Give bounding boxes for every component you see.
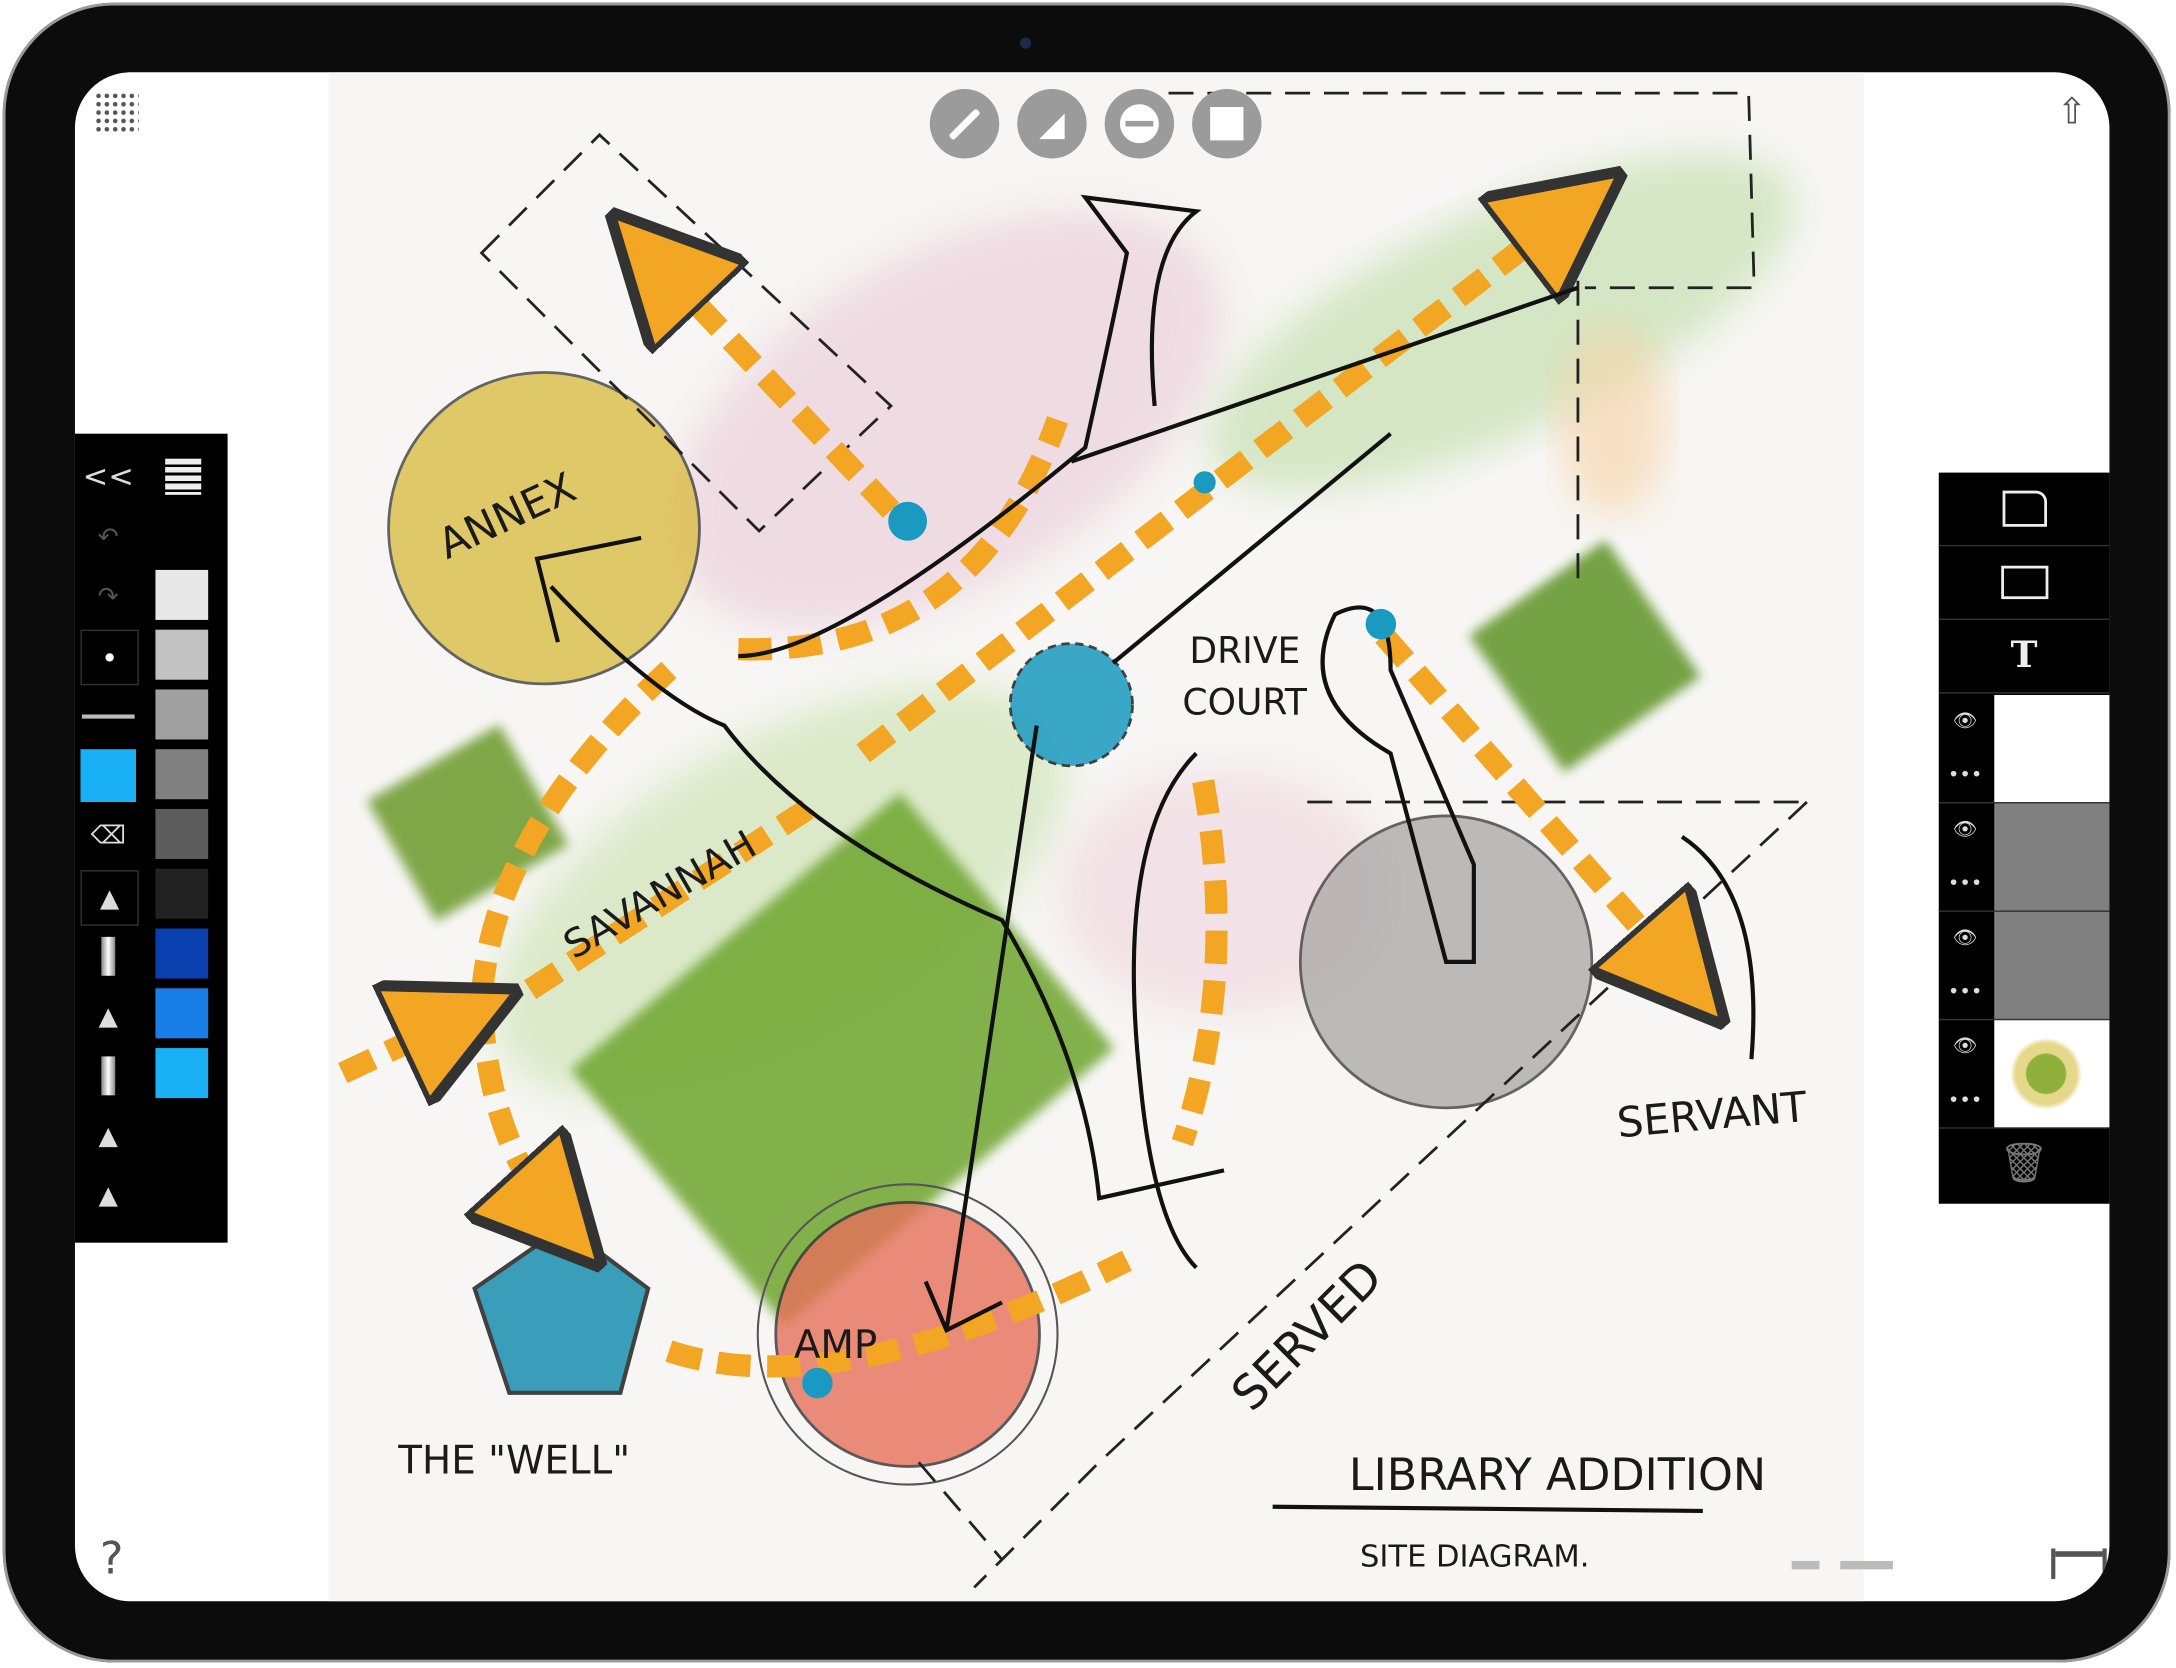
add-image-icon bbox=[2000, 565, 2048, 600]
text-icon: T bbox=[2010, 635, 2038, 677]
layer-thumbnail[interactable] bbox=[1994, 695, 2110, 803]
scale-bar bbox=[1840, 1560, 1893, 1570]
undo-icon[interactable]: ↶ bbox=[97, 521, 119, 552]
ruler-icon[interactable] bbox=[2051, 1548, 2107, 1580]
camera-icon bbox=[1020, 37, 1032, 49]
layer-thumbnail[interactable] bbox=[1994, 911, 2110, 1019]
label-amp: AMP bbox=[794, 1323, 878, 1368]
eye-icon[interactable]: 👁 bbox=[1952, 927, 1978, 950]
stamp-button[interactable] bbox=[1192, 88, 1262, 159]
annex-circle bbox=[387, 371, 701, 686]
label-servant: SERVANT bbox=[1615, 1082, 1809, 1148]
eraser-icon[interactable]: ⌫ bbox=[90, 820, 126, 850]
dashed-boundaries bbox=[479, 91, 1808, 1589]
label-site-diagram: SITE DIAGRAM. bbox=[1360, 1540, 1589, 1575]
pencil-icon bbox=[948, 107, 981, 140]
screen: ANNEX DRIVE COURT SAVANNAH SERVANT SERVE… bbox=[74, 72, 2110, 1602]
layer-row[interactable]: 👁 ••• bbox=[1938, 695, 2110, 804]
amp-circle bbox=[774, 1200, 1041, 1468]
color-swatch[interactable] bbox=[155, 569, 209, 620]
brush-size-icon[interactable] bbox=[80, 629, 139, 686]
more-icon[interactable]: ••• bbox=[1947, 1089, 1983, 1112]
marker-icon[interactable] bbox=[80, 1049, 136, 1102]
pen-icon[interactable]: ▲ bbox=[98, 1001, 118, 1031]
text-button[interactable]: T bbox=[1938, 620, 2110, 694]
eye-icon[interactable]: 👁 bbox=[1952, 710, 1978, 733]
label-served: SERVED bbox=[1221, 1250, 1393, 1422]
set-square-icon: ◢ bbox=[1039, 104, 1065, 144]
color-swatch[interactable] bbox=[155, 868, 209, 919]
color-swatch[interactable] bbox=[155, 928, 209, 979]
site-diagram-sketch[interactable]: ANNEX DRIVE COURT SAVANNAH SERVANT SERVE… bbox=[75, 72, 2110, 1601]
add-image-button[interactable] bbox=[1938, 546, 2110, 620]
circulation-paths bbox=[338, 211, 1682, 1378]
stamp-icon bbox=[1210, 107, 1244, 141]
green-wash bbox=[493, 684, 1067, 1100]
redo-icon[interactable]: ↷ bbox=[97, 581, 119, 611]
new-page-button[interactable] bbox=[1938, 473, 2110, 547]
label-library-addition: LIBRARY ADDITION bbox=[1349, 1450, 1766, 1501]
minus-circle-icon bbox=[1119, 104, 1159, 144]
layer-thumbnail[interactable] bbox=[1994, 803, 2110, 911]
brush-panel: << ↶ ↷ ⌫ ▲ ▲ ▲ ▲ bbox=[74, 433, 228, 1243]
color-swatch[interactable] bbox=[155, 689, 209, 740]
collapse-button[interactable]: << bbox=[82, 459, 134, 495]
color-swatch[interactable] bbox=[155, 1048, 209, 1099]
pen-icon[interactable]: ▲ bbox=[98, 1180, 118, 1210]
grid-icon[interactable] bbox=[94, 91, 139, 134]
pencil-icon[interactable]: ▲ bbox=[80, 870, 139, 926]
current-color[interactable] bbox=[80, 749, 137, 803]
more-icon[interactable]: ••• bbox=[1947, 981, 1983, 1004]
layer-thumbnail[interactable] bbox=[1994, 1020, 2110, 1128]
ruler-triangle-button[interactable]: ◢ bbox=[1017, 88, 1087, 159]
layer-row[interactable]: 👁 ••• bbox=[1938, 1020, 2110, 1129]
label-drive: DRIVE bbox=[1189, 629, 1300, 672]
pink-wash bbox=[669, 209, 1224, 631]
new-page-icon bbox=[2001, 490, 2047, 527]
help-button[interactable]: ? bbox=[99, 1531, 124, 1585]
eye-icon[interactable]: 👁 bbox=[1952, 818, 1978, 841]
more-icon[interactable]: ••• bbox=[1947, 764, 1983, 787]
eye-icon[interactable]: 👁 bbox=[1952, 1035, 1978, 1058]
label-the-well: THE "WELL" bbox=[397, 1438, 630, 1483]
green-park bbox=[570, 792, 1115, 1326]
marker-icon[interactable] bbox=[80, 930, 136, 983]
scale-bar bbox=[1791, 1560, 1820, 1570]
layer-row[interactable]: 👁 ••• bbox=[1938, 803, 2110, 912]
color-swatch[interactable] bbox=[155, 749, 209, 800]
color-swatch[interactable] bbox=[155, 808, 209, 860]
arrows-linework bbox=[534, 194, 1756, 1514]
line-weight-icon[interactable] bbox=[80, 689, 136, 742]
orange-wash bbox=[1557, 322, 1669, 518]
pencil-tool-button[interactable] bbox=[929, 88, 1000, 159]
list-icon[interactable] bbox=[155, 450, 211, 503]
delete-layer-button[interactable]: 🗑 bbox=[1939, 1126, 2110, 1198]
symmetry-button[interactable] bbox=[1104, 88, 1175, 159]
color-swatch[interactable] bbox=[155, 629, 209, 680]
layer-row[interactable]: 👁 ••• bbox=[1938, 911, 2110, 1021]
green-patch bbox=[1468, 539, 1701, 773]
green-wash bbox=[1208, 153, 1795, 492]
label-court: COURT bbox=[1182, 680, 1307, 723]
share-icon[interactable]: ⇧ bbox=[2056, 91, 2087, 134]
trash-icon: 🗑 bbox=[1999, 1139, 2049, 1185]
drive-court-circle bbox=[1008, 642, 1134, 768]
well-pentagon bbox=[472, 1223, 651, 1395]
layers-panel: T 👁 ••• 👁 ••• 👁 ••• 👁 ••• 🗑 bbox=[1938, 472, 2110, 1204]
more-icon[interactable]: ••• bbox=[1947, 872, 1983, 896]
color-swatch[interactable] bbox=[155, 988, 209, 1039]
fineliner-icon[interactable]: ▲ bbox=[98, 1121, 118, 1151]
